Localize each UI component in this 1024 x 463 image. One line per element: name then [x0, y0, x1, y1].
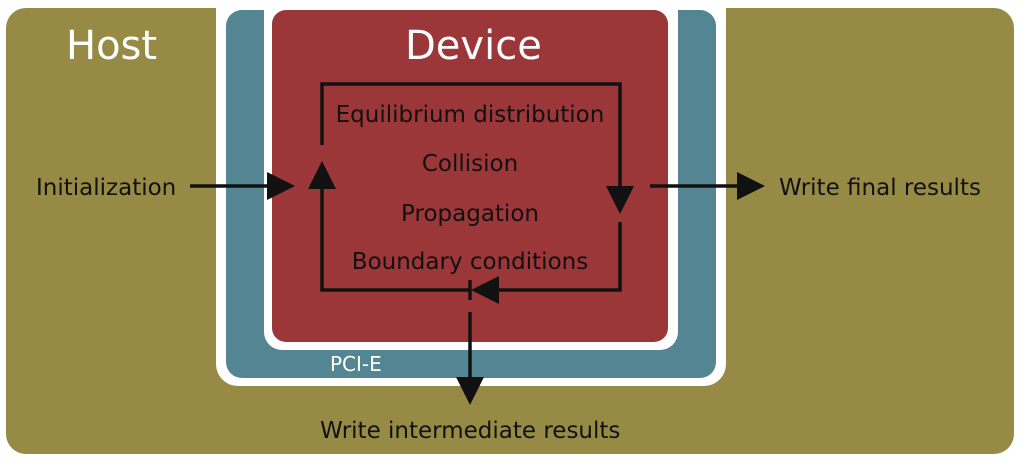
step-propagation: Propagation [401, 201, 539, 227]
pcie-label: PCI-E [330, 352, 382, 376]
step-collision: Collision [421, 151, 519, 177]
initialization-label: Initialization [36, 175, 177, 201]
loop-top-path [320, 82, 622, 194]
loop-right-lower-path [486, 222, 622, 292]
write-final-results-label: Write final results [779, 175, 981, 201]
step-equilibrium: Equilibrium distribution [335, 102, 605, 128]
write-intermediate-results-label: Write intermediate results [320, 418, 621, 444]
step-boundary: Boundary conditions [351, 249, 589, 275]
loop-bottom-left-path [320, 180, 470, 292]
device-title: Device [405, 23, 542, 69]
host-title: Host [66, 23, 158, 69]
